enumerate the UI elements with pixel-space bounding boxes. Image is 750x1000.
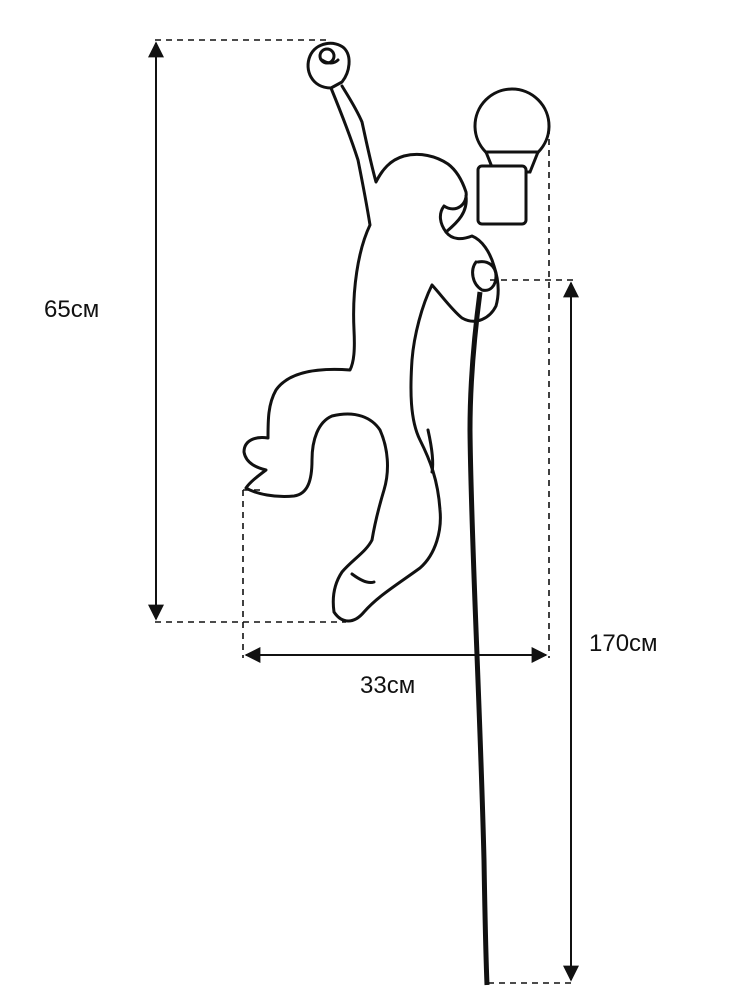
- dimension-guides: [155, 39, 576, 984]
- cord-length-label: 170см: [589, 630, 658, 657]
- width-label: 33см: [360, 672, 415, 699]
- power-cord: [467, 291, 490, 986]
- lamp-socket: [476, 150, 541, 226]
- monkey-body: [242, 84, 500, 623]
- monkey-hand-right: [471, 260, 498, 292]
- monkey-hand-top: [306, 41, 351, 90]
- height-label: 65см: [44, 296, 99, 323]
- monkey-lamp-outline: [242, 41, 500, 623]
